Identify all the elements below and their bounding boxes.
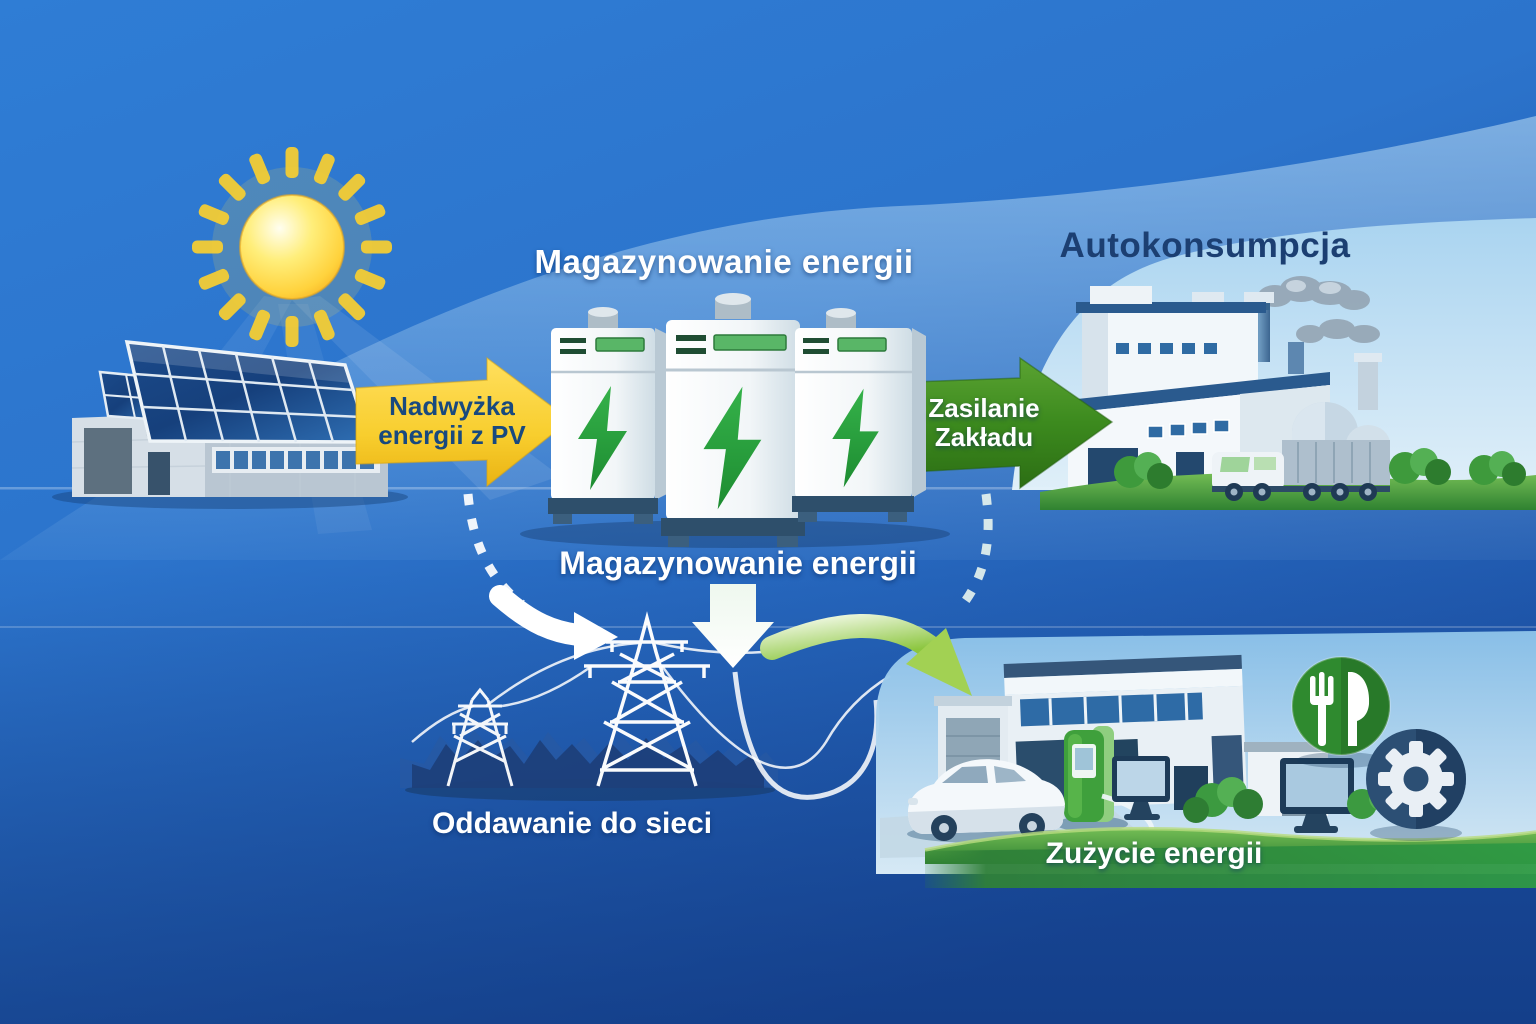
grid-export-arrow-icon — [489, 585, 618, 660]
down-arrow-icon — [692, 584, 774, 668]
tree-silhouette — [412, 738, 764, 788]
smoke-clouds — [1258, 276, 1380, 343]
storage-caption: Magazynowanie energii — [559, 545, 917, 581]
battery-storage-units — [520, 293, 950, 548]
autoconsumption-title: Autokonsumpcja — [1059, 226, 1351, 265]
gear-icon — [1366, 729, 1466, 841]
consumption-caption-band — [925, 843, 1536, 888]
fork-knife-icon — [1291, 656, 1391, 768]
grid-connection-curve — [732, 671, 880, 800]
truck — [1212, 440, 1390, 501]
consumption-scene — [876, 631, 1536, 888]
grid-export-caption: Oddawanie do sieci — [431, 807, 713, 840]
transmission-towers — [400, 611, 919, 801]
battery-unit — [792, 308, 926, 522]
lightning-bolt-icon — [832, 388, 879, 488]
pylon-small — [446, 687, 514, 787]
factory-scene — [1012, 218, 1536, 510]
flow-arrows — [463, 493, 880, 800]
consumption-dashed-line — [956, 493, 993, 611]
lightning-bolt-icon — [703, 386, 762, 510]
monitor — [1280, 758, 1354, 833]
storage-title: Magazynowanie energii — [534, 243, 914, 280]
consumption-caption: Zużycie energii — [1045, 837, 1263, 870]
lightning-bolt-icon — [578, 386, 627, 490]
battery-unit — [661, 293, 805, 547]
pylon-large — [584, 611, 710, 787]
solar-pv-building — [52, 340, 408, 509]
battery-unit — [548, 307, 671, 524]
factory-bushes — [1114, 448, 1526, 489]
plant-supply-arrow — [911, 356, 1114, 490]
pv-surplus-arrow — [355, 356, 572, 488]
consumption-arrow-icon — [760, 614, 972, 696]
pv-surplus-arrow-label: Nadwyżka energii z PV — [378, 391, 526, 451]
plant-supply-arrow-label: Zasilanie Zakładu — [928, 393, 1040, 453]
monitor — [1112, 756, 1170, 820]
